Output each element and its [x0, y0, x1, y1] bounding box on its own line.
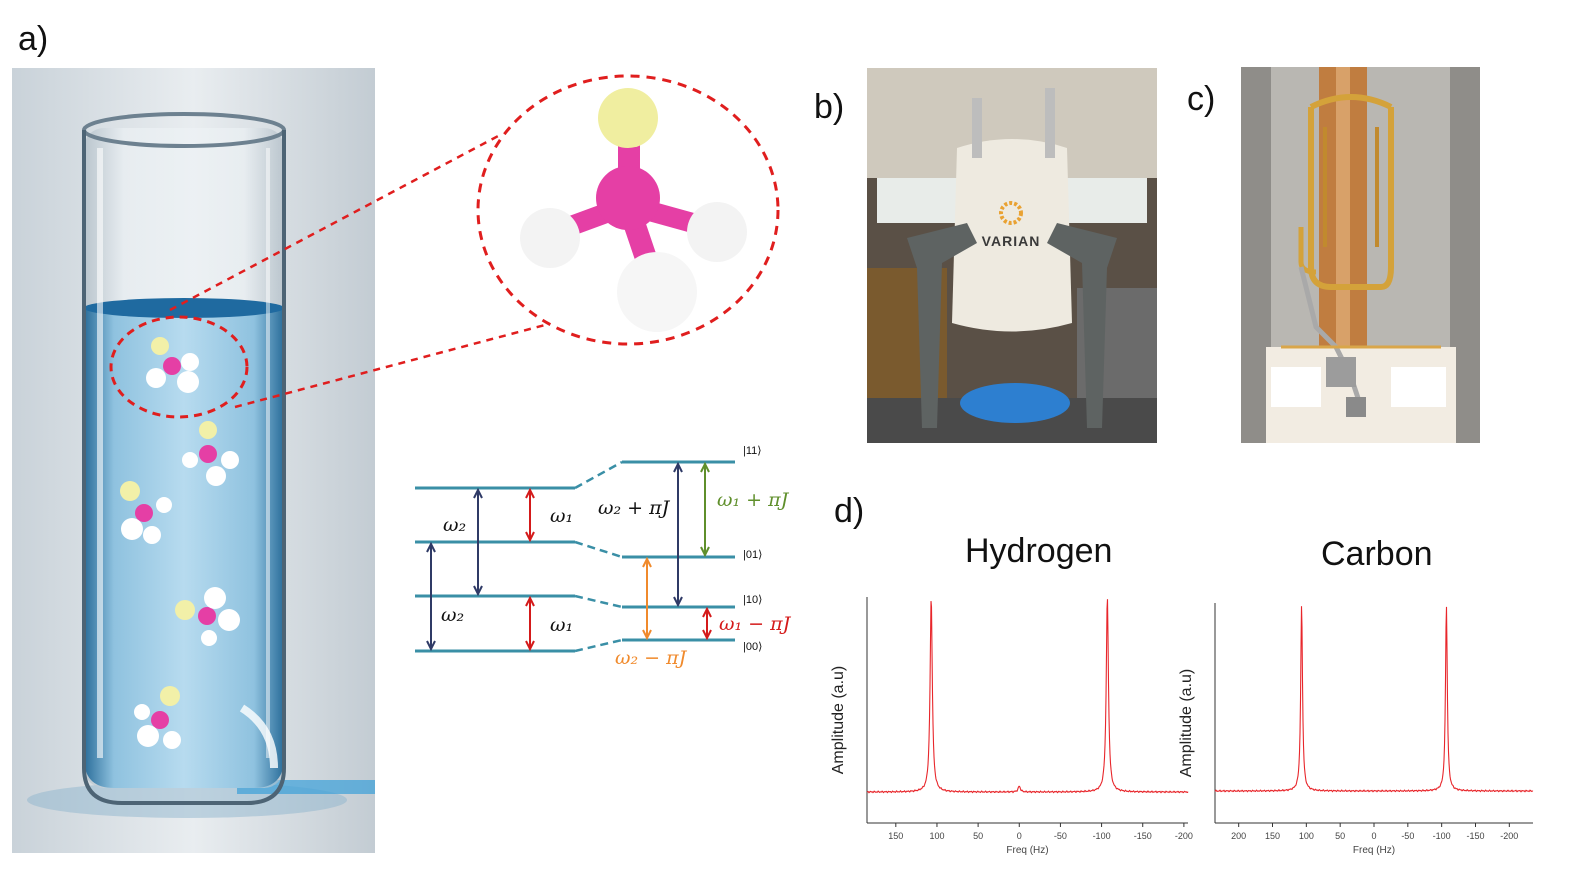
- x-tick-label: 200: [1231, 831, 1246, 841]
- zoom-line-lower: [234, 323, 546, 409]
- y-axis-label: Amplitude (a.u): [830, 666, 847, 775]
- molecule-4: [175, 587, 240, 646]
- x-tick-label: -200: [1175, 831, 1193, 841]
- methane-molecule-large: [520, 88, 747, 332]
- test-tube-illustration: [12, 68, 375, 853]
- nmr-probe-photo: [1241, 67, 1480, 443]
- x-tick-label: 50: [973, 831, 983, 841]
- spectrum-title-hydrogen: Hydrogen: [965, 532, 1113, 570]
- x-tick-label: -50: [1401, 831, 1414, 841]
- zoom-circle-small: [109, 315, 249, 419]
- x-tick-label: 150: [1265, 831, 1280, 841]
- panel-label-d: d): [834, 492, 865, 530]
- test-tube-svg: [12, 68, 375, 853]
- x-tick-label: 50: [1335, 831, 1345, 841]
- x-tick-label: -200: [1500, 831, 1518, 841]
- label-w1-minus-piJ: ω₁ − πJ: [719, 613, 792, 635]
- x-tick-label: 0: [1017, 831, 1022, 841]
- spectrum-title-carbon: Carbon: [1321, 535, 1433, 573]
- state-label-10: |10⟩: [743, 594, 762, 606]
- x-tick-label: 0: [1371, 831, 1376, 841]
- molecule-3: [120, 481, 172, 544]
- label-w2-minus-piJ: ω₂ − πJ: [615, 647, 688, 669]
- molecule-2: [182, 421, 239, 486]
- varian-magnet-photo: VARIAN: [867, 68, 1157, 443]
- panel-label-c: c): [1187, 80, 1216, 118]
- x-tick-label: 150: [888, 831, 903, 841]
- x-axis-label: Freq (Hz): [1006, 845, 1048, 856]
- molecule-5: [134, 686, 181, 749]
- label-w1-lower: ω₁: [550, 614, 573, 636]
- label-w1-upper: ω₁: [550, 505, 573, 527]
- panel-label-a: a): [18, 20, 49, 58]
- state-label-00: |00⟩: [743, 641, 762, 653]
- label-w2-plus-piJ: ω₂ + πJ: [598, 497, 671, 519]
- state-label-01: |01⟩: [743, 549, 762, 561]
- x-tick-label: -50: [1054, 831, 1067, 841]
- state-label-11: |11⟩: [743, 445, 762, 457]
- x-tick-label: 100: [1299, 831, 1314, 841]
- spectrum-trace: [866, 599, 1189, 794]
- zoom-line-upper: [169, 133, 501, 312]
- spectrum-trace: [1214, 606, 1534, 793]
- x-tick-label: -100: [1093, 831, 1111, 841]
- x-tick-label: -100: [1433, 831, 1451, 841]
- x-tick-label: -150: [1466, 831, 1484, 841]
- x-axis-label: Freq (Hz): [1353, 845, 1395, 856]
- label-w1-plus-piJ: ω₁ + πJ: [717, 489, 790, 511]
- varian-logo-text: VARIAN: [982, 233, 1041, 249]
- molecule-1: [146, 337, 199, 393]
- energy-level-diagram: ω₂ ω₁ ω₂ ω₁ ω₂ + πJ ω₁ + πJ ω₁ − πJ ω₂ −…: [415, 445, 792, 669]
- y-axis-label: Amplitude (a.u): [1178, 669, 1195, 778]
- label-w2-lower: ω₂: [441, 604, 464, 626]
- x-tick-label: -150: [1134, 831, 1152, 841]
- panel-label-b: b): [814, 88, 845, 126]
- label-w2-upper: ω₂: [443, 514, 466, 536]
- x-tick-label: 100: [929, 831, 944, 841]
